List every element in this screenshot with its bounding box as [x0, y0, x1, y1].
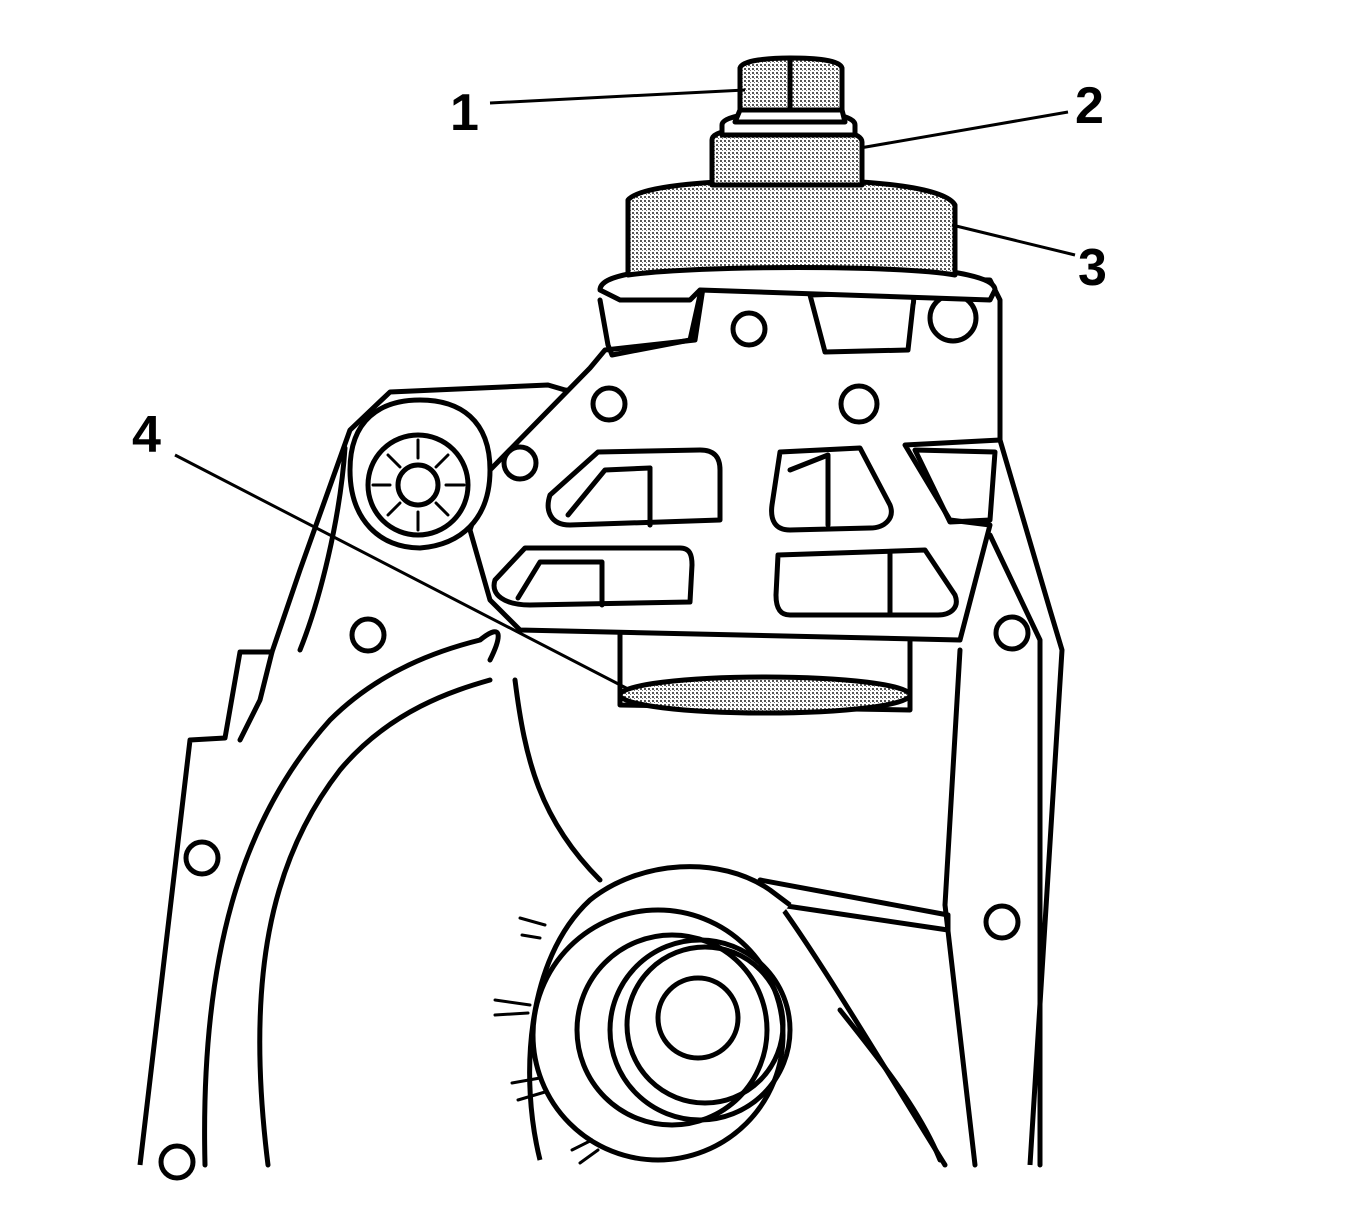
leader-2: [859, 110, 1069, 150]
callout-3: 3: [1078, 239, 1107, 297]
tool-body: [597, 177, 998, 358]
callout-4: 4: [132, 406, 161, 464]
leader-1: [489, 88, 746, 105]
callout-1: 1: [450, 84, 479, 142]
adapter-plate: [467, 272, 1003, 643]
leader-4: [174, 453, 631, 692]
installer-body-shaded: [625, 177, 958, 278]
leader-lines: [174, 88, 1076, 692]
callout-2: 2: [1075, 77, 1104, 135]
output-shaft-bearing: [493, 864, 793, 1165]
seal-ring: [617, 674, 913, 716]
forcing-bolt: [732, 55, 848, 125]
connector-port: [347, 397, 493, 551]
leader-3: [951, 223, 1076, 257]
